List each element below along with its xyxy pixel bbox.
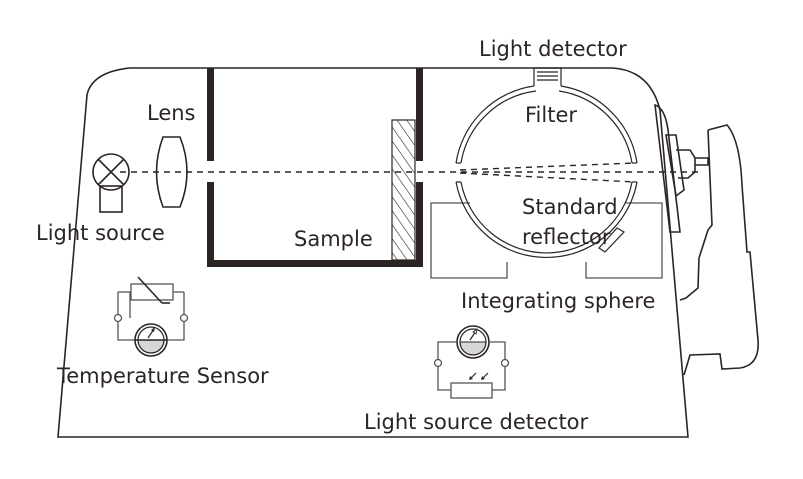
label-temperature-sensor: Temperature Sensor — [56, 364, 269, 388]
light-source-icon — [92, 153, 130, 213]
sphere-supports — [430, 202, 663, 279]
optical-beam — [120, 162, 700, 183]
housing-outline — [57, 67, 689, 438]
label-standard-reflector-2: reflector — [522, 225, 611, 249]
standard-reflector-icon — [598, 227, 625, 253]
label-lens: Lens — [147, 101, 196, 125]
light-source-detector-icon — [433, 325, 510, 399]
label-light-source-detector: Light source detector — [364, 410, 589, 434]
label-filter: Filter — [525, 103, 577, 127]
label-integrating-sphere: Integrating sphere — [461, 289, 655, 313]
light-detector-icon — [533, 67, 562, 86]
sample-icon — [391, 119, 416, 261]
label-light-source: Light source — [36, 221, 165, 245]
temperature-sensor-icon — [113, 276, 189, 357]
label-light-detector: Light detector — [479, 37, 627, 61]
device-handle — [654, 103, 759, 376]
sample-chamber — [207, 68, 423, 267]
lens-icon — [155, 136, 188, 208]
integrating-sphere-icon — [455, 85, 638, 259]
label-sample: Sample — [294, 227, 373, 251]
label-standard-reflector-1: Standard — [522, 195, 618, 219]
